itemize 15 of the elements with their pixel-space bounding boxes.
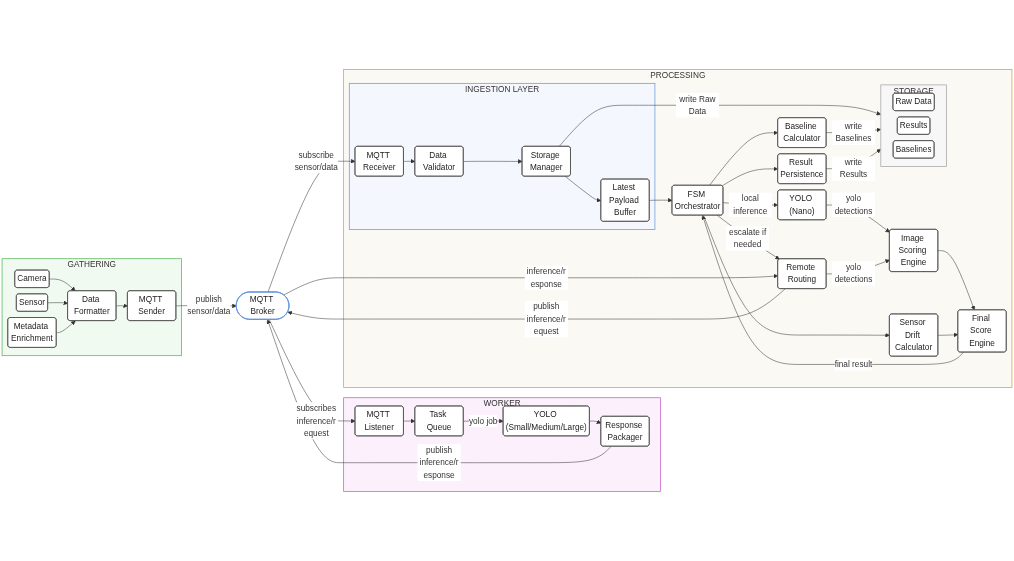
edge-label: write Baselines [835,121,872,143]
edge-label: write Results [839,157,868,180]
edge-label: publish sensor/data [187,294,231,316]
edge-label: yolo detections [834,193,873,216]
edge-label: subscribe sensor/data [294,150,338,172]
edge-label: inference/response [526,266,566,289]
edge-label: escalate if needed [729,227,767,249]
edge-label: local inference [733,193,768,216]
edge-label: yolo detections [834,262,873,284]
edge-label: write Raw Data [679,94,716,116]
edge-label: final result [834,359,873,369]
edge-label: yolo job [468,416,498,426]
edge-label: subscribes inference/request [296,403,337,438]
edge-label: publish inference/response [419,445,459,480]
edge-label: publish inference/request [526,302,566,336]
